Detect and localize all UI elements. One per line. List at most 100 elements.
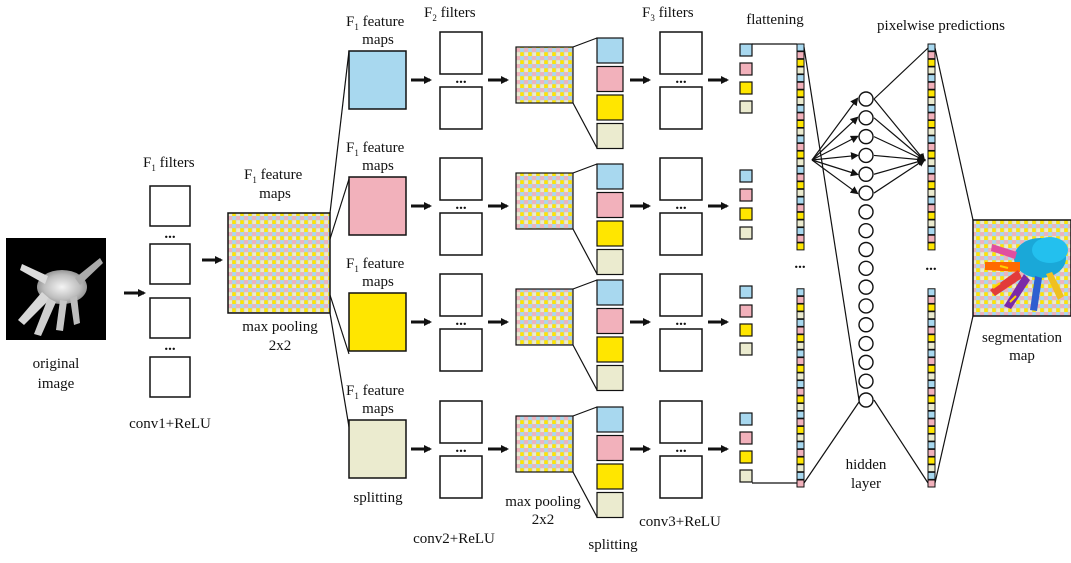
branch-f1-title-line2: maps <box>362 158 394 174</box>
flattened-unit-square <box>796 471 805 480</box>
flat-square-cream <box>739 342 753 356</box>
prediction-unit-square <box>927 448 936 457</box>
tspan: F <box>346 383 354 399</box>
f2-filter-box <box>439 400 483 444</box>
flattened-unit-square <box>796 188 805 197</box>
flattened-unit-square <box>796 372 805 381</box>
flattened-unit-square <box>796 165 805 174</box>
connection-line <box>873 399 929 484</box>
prediction-unit-square <box>927 89 936 98</box>
prediction-unit-square <box>927 410 936 419</box>
flattened-unit-square <box>796 74 805 83</box>
flattened-unit-square <box>796 89 805 98</box>
prediction-unit-square <box>927 188 936 197</box>
flattened-unit-square <box>796 43 805 52</box>
splitting-label-bottom: splitting <box>588 537 638 553</box>
flattened-unit-square <box>796 334 805 343</box>
prediction-unit-square <box>927 372 936 381</box>
prediction-unit-square <box>927 311 936 320</box>
f3-filter-box <box>659 400 703 444</box>
hand-icon <box>18 258 103 336</box>
flattened-unit-square <box>796 119 805 128</box>
f1-feature-maps-title-line2: maps <box>259 186 291 202</box>
max-pooling-1-line2: 2x2 <box>269 338 292 354</box>
flattened-unit-square <box>796 227 805 236</box>
flattened-unit-square <box>796 288 805 297</box>
tspan: 1 <box>354 148 359 158</box>
flattened-unit-square <box>796 97 805 106</box>
prediction-unit-square <box>927 441 936 450</box>
flattened-unit-square <box>796 318 805 327</box>
split-square-blue <box>596 279 624 306</box>
max-pooling-2-line2: 2x2 <box>532 512 555 528</box>
f3-filter-box <box>659 273 703 317</box>
tspan: 1 <box>354 22 359 32</box>
tspan: feature <box>359 14 405 30</box>
flattened-unit-square <box>796 410 805 419</box>
ellipsis-icon: ... <box>455 71 467 87</box>
flat-square-cream <box>739 469 753 483</box>
prediction-unit-square <box>927 211 936 220</box>
branch-f1-title-line1: F1 feature <box>346 383 405 401</box>
neuron-circle-icon <box>858 91 874 107</box>
f3-filters-title: F3 filters <box>642 5 694 23</box>
flattened-unit-square <box>796 387 805 396</box>
neuron-circle-icon <box>858 222 874 239</box>
flattened-unit-square <box>796 349 805 358</box>
prediction-unit-square <box>927 204 936 213</box>
prediction-unit-square <box>927 303 936 312</box>
conv1-label: conv1+ReLU <box>129 416 211 432</box>
split-fan-line <box>572 344 598 391</box>
split-square-yellow <box>596 220 624 247</box>
prediction-unit-square <box>927 127 936 136</box>
neuron-circle-icon <box>858 354 874 371</box>
split-fan-line <box>572 37 598 48</box>
fanout-lines <box>329 50 350 428</box>
conv2-label: conv2+ReLU <box>413 531 495 547</box>
tspan: F <box>346 256 354 272</box>
prediction-unit-square <box>927 219 936 228</box>
ellipsis-icon: ... <box>164 338 176 354</box>
mosaic-grid-icon <box>515 415 574 473</box>
tspan: F <box>346 14 354 30</box>
flat-square-yellow <box>739 81 753 95</box>
prediction-unit-square <box>927 158 936 167</box>
split-fan-line <box>572 102 598 149</box>
prediction-unit-square <box>927 234 936 243</box>
max-pooling-2-line1: max pooling <box>505 494 581 510</box>
flattening-title: flattening <box>746 12 804 28</box>
split-square-blue <box>596 406 624 433</box>
prediction-unit-square <box>927 380 936 389</box>
f2-filter-box <box>439 157 483 201</box>
f1-filter-box <box>149 185 191 227</box>
split-fan-line <box>572 279 598 290</box>
split-square-pink <box>596 434 624 462</box>
prediction-unit-square <box>927 387 936 396</box>
tspan: 1 <box>354 264 359 274</box>
prediction-unit-square <box>927 364 936 373</box>
hidden-layer-label-line2: layer <box>851 476 881 492</box>
flat-square-yellow <box>739 450 753 464</box>
f2-filter-box <box>439 273 483 317</box>
hidden-layer <box>803 46 929 484</box>
neuron-circle-icon <box>858 110 874 126</box>
connection-arrow-icon <box>811 159 859 177</box>
split-square-pink <box>596 191 624 219</box>
flattened-unit-square <box>796 173 805 182</box>
branch-f1-title-line1: F1 feature <box>346 14 405 32</box>
tspan: 1 <box>354 391 359 401</box>
ellipsis-icon: ... <box>164 226 176 242</box>
flattened-unit-square <box>796 395 805 404</box>
prediction-unit-square <box>927 58 936 67</box>
prediction-unit-square <box>927 456 936 465</box>
segmentation-map-label-line1: segmentation <box>982 330 1062 346</box>
prediction-unit-square <box>927 403 936 412</box>
prediction-unit-square <box>927 43 936 52</box>
split-square-yellow <box>596 463 624 490</box>
split-square-yellow <box>596 336 624 363</box>
f3-filter-box <box>659 31 703 75</box>
prediction-unit-square <box>927 97 936 106</box>
ellipsis-icon: ... <box>925 258 937 274</box>
